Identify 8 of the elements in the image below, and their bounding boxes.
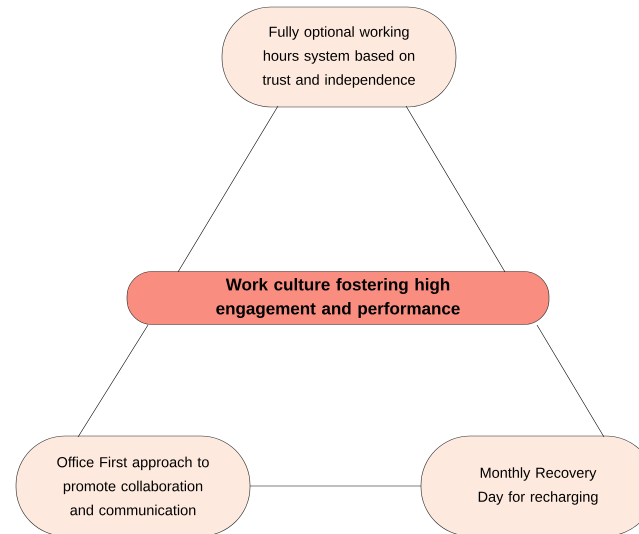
highlight-box: Work culture fostering high engagement and performance bbox=[126, 271, 550, 325]
connector-line bbox=[406, 106, 506, 272]
connector-line bbox=[178, 106, 278, 272]
rounded-box: Office First approach to promote collaboration and communication bbox=[16, 436, 250, 534]
rounded-box: Monthly Recovery Day for recharging bbox=[420, 436, 639, 534]
rounded-box: Fully optional working hours system based on trust and independence bbox=[222, 6, 456, 108]
connector-line bbox=[536, 324, 604, 438]
connector-line bbox=[78, 324, 148, 438]
